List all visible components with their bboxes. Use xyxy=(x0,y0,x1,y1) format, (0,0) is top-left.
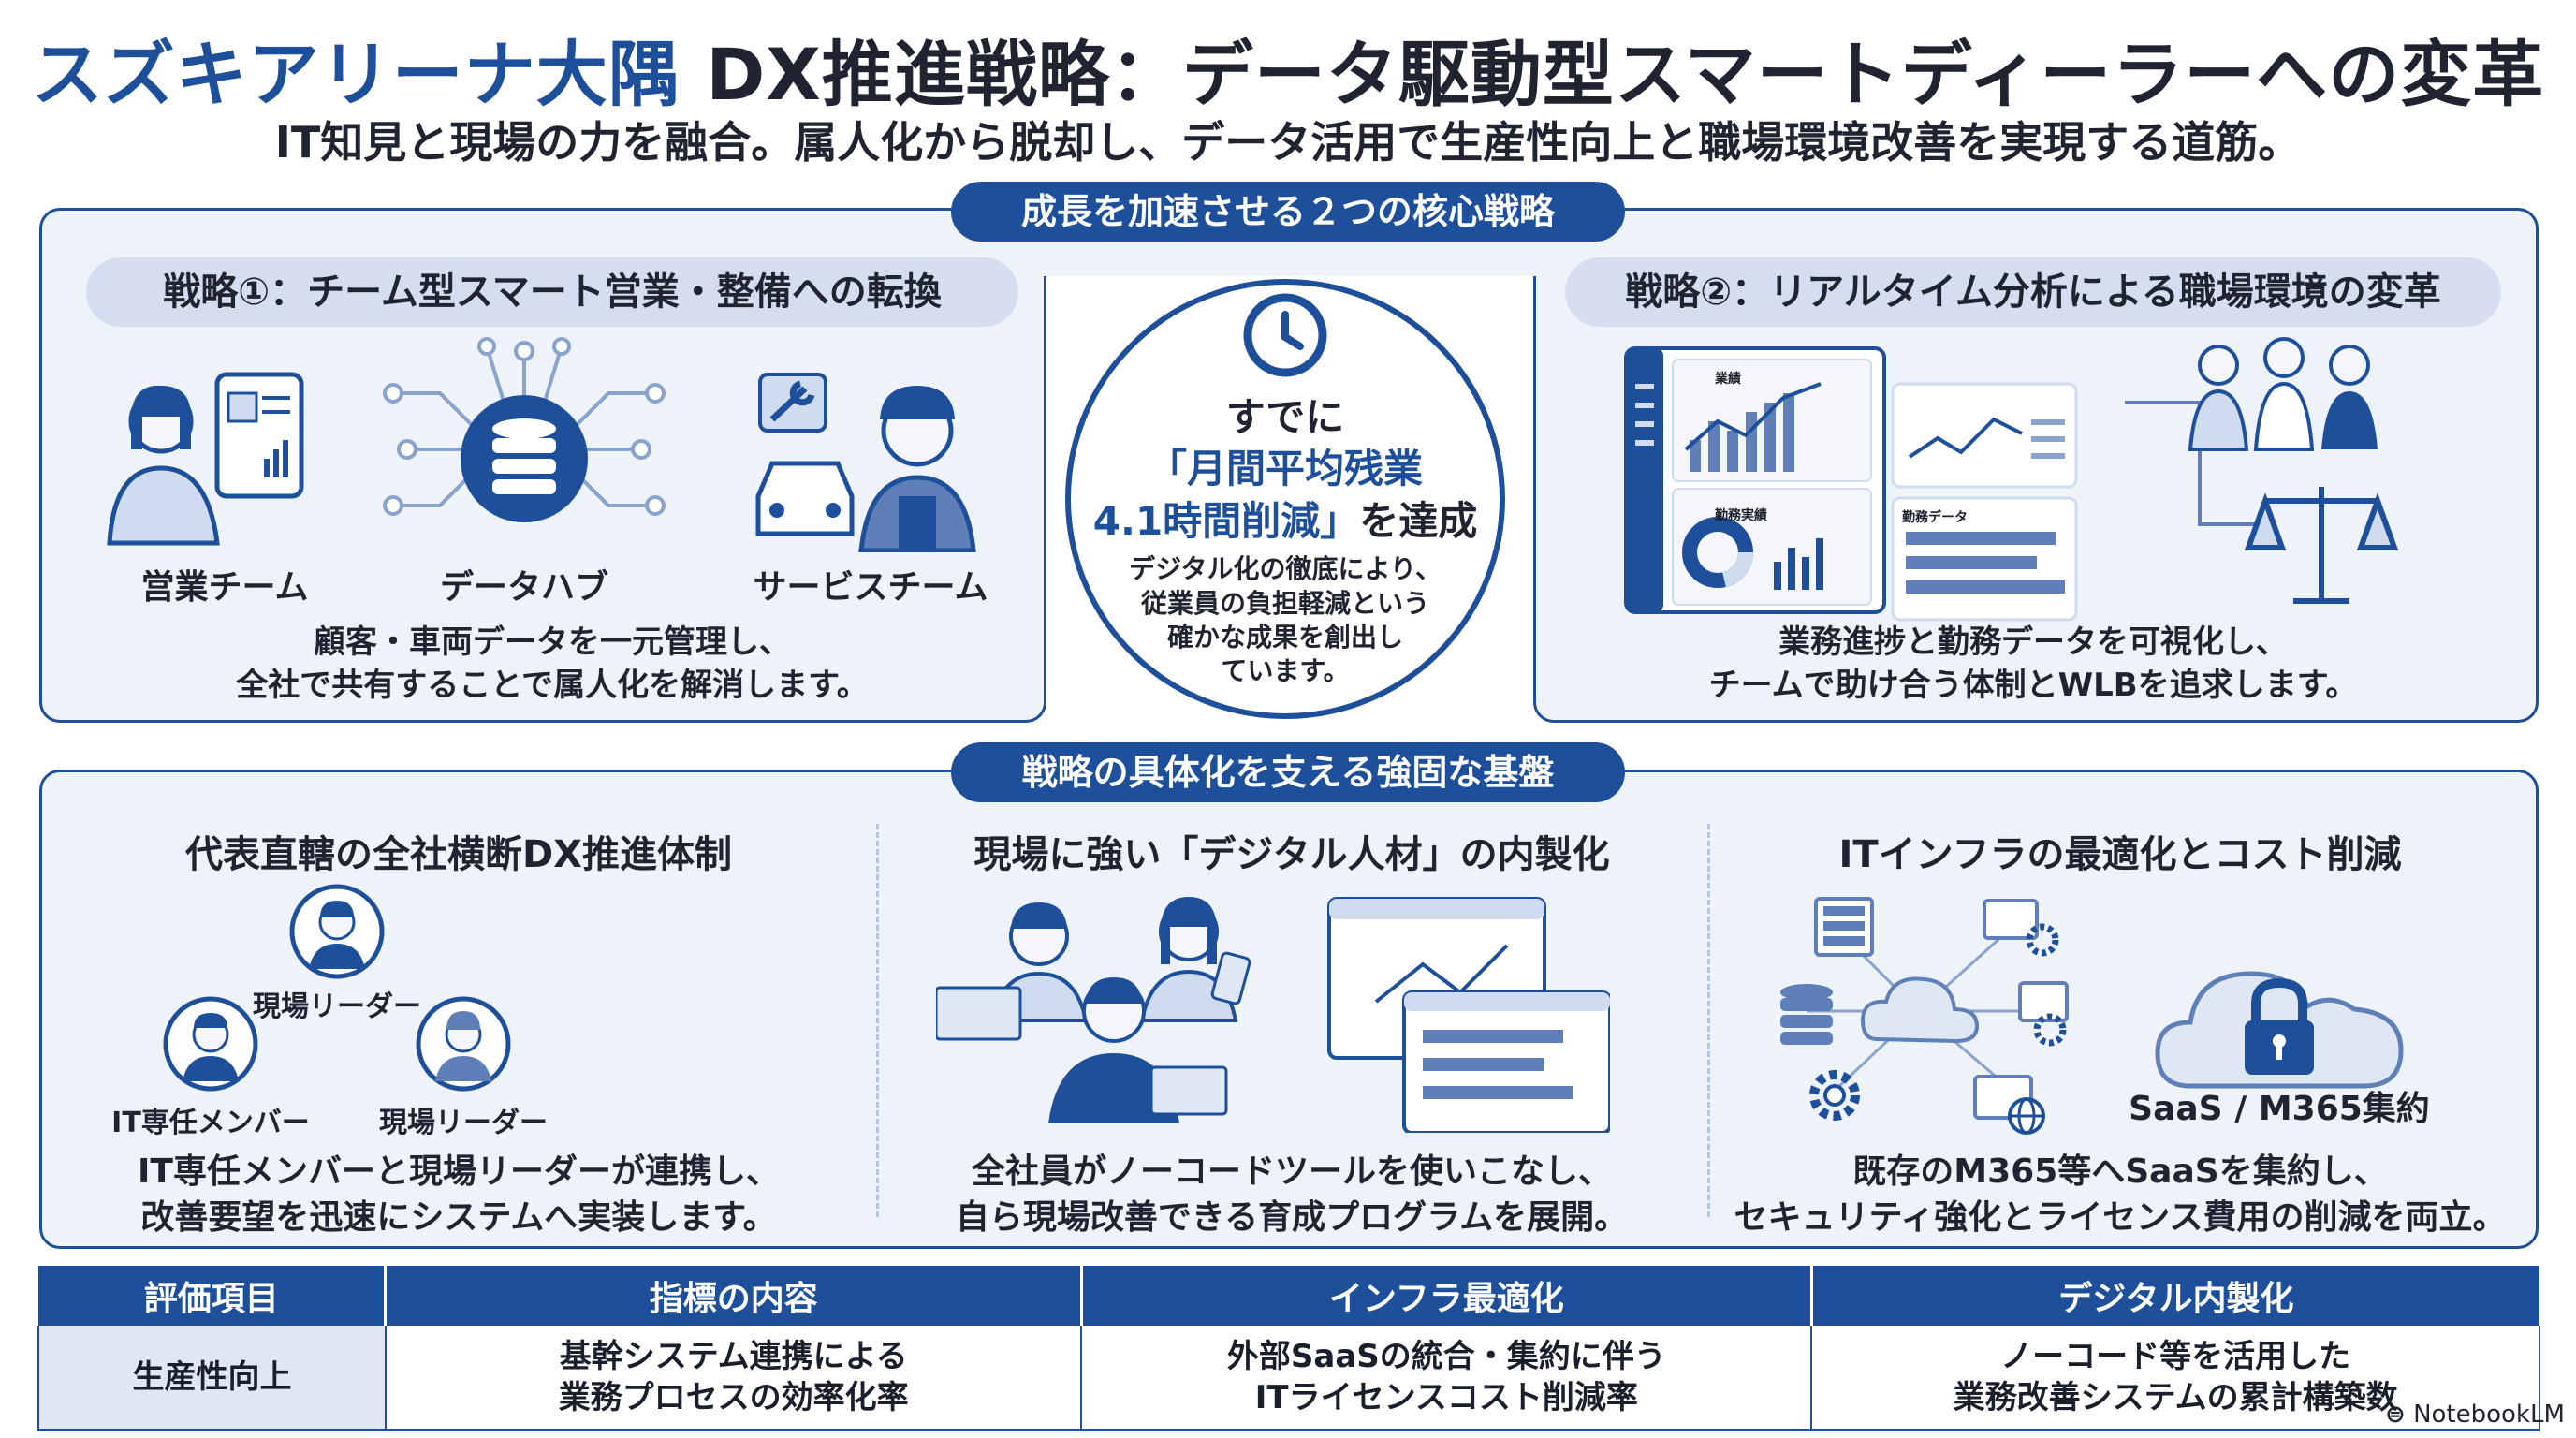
label-sales-team: 営業チーム xyxy=(140,568,309,607)
col1-desc-line1: IT専任メンバーと現場リーダーが連携し、 xyxy=(138,1152,780,1191)
foundation-col2-title: 現場に強い「デジタル人材」の内製化 xyxy=(973,833,1610,876)
role-label-left: IT専任メンバー xyxy=(111,1107,310,1139)
foundation-col2-description: 全社員がノーコードツールを使いこなし、 自ら現場改善できる育成プログラムを展開。 xyxy=(889,1150,1694,1240)
strategy1-description: 顧客・車両データを一元管理し、 全社で共有することで属人化を解消します。 xyxy=(86,622,1018,708)
label-data-hub: データハブ xyxy=(439,568,608,607)
strategy2-desc-line2: チームで助け合う体制とWLBを追求します。 xyxy=(1708,666,2358,704)
title-company: スズキアリーナ大隅 xyxy=(31,33,681,116)
col2-desc-line1: 全社員がノーコードツールを使いこなし、 xyxy=(971,1152,1612,1191)
team-collaboration-illustration xyxy=(2125,337,2399,604)
role-label-top: 現場リーダー xyxy=(253,990,421,1023)
metrics-cell-line: 業務改善システムの累計構築数 xyxy=(1953,1379,2398,1416)
achievement-desc: デジタル化の徹底により、 従業員の負担軽減という 確かな成果を創出し ています。 xyxy=(1075,552,1496,689)
avatar-left xyxy=(163,996,258,1092)
person-left xyxy=(936,902,1089,1041)
metrics-cell-content: 基幹システム連携による 業務プロセスの効率化率 xyxy=(385,1326,1083,1431)
col2-desc-line2: 自ら現場改善できる育成プログラムを展開。 xyxy=(955,1197,1629,1237)
saas-label: SaaS / M365集約 xyxy=(2129,1090,2430,1128)
metrics-cell-infra: 外部SaaSの統合・集約に伴う ITライセンスコスト削減率 xyxy=(1081,1326,1813,1431)
strategy2-description: 業務進捗と勤務データを可視化し、 チームで助け合う体制とWLBを追求します。 xyxy=(1565,622,2501,708)
achievement-text: すでに 「月間平均残業 4.1時間削減」を達成 デジタル化の徹底により、 従業員… xyxy=(1075,386,1496,689)
achievement-suffix: を達成 xyxy=(1359,497,1478,544)
dashboard-label-1: 業績 xyxy=(1715,372,1741,387)
app-windows xyxy=(1327,897,1610,1133)
metrics-header-cell: デジタル内製化 xyxy=(1811,1266,2539,1326)
divider-1 xyxy=(876,824,879,1217)
service-team-illustration xyxy=(755,373,976,552)
achievement-highlight: 4.1時間削減」 xyxy=(1092,497,1360,544)
metrics-cell-line: ITライセンスコスト削減率 xyxy=(1254,1379,1638,1416)
strategy2-title: 戦略②：リアルタイム分析による職場環境の変革 xyxy=(1565,257,2501,327)
title-main: DX推進戦略：データ駆動型スマートディーラーへの変革 xyxy=(706,33,2545,116)
strategy2-desc-line1: 業務進捗と勤務データを可視化し、 xyxy=(1778,624,2288,661)
metrics-cell-line: 基幹システム連携による xyxy=(559,1337,908,1375)
col3-desc-line1: 既存のM365等へSaaSを集約し、 xyxy=(1852,1152,2388,1191)
achievement-desc4: ています。 xyxy=(1221,655,1350,687)
saas-cloud-lock xyxy=(2155,971,2404,1089)
clock-icon xyxy=(1243,293,1327,377)
foundation-col1-title: 代表直轄の全社横断DX推進体制 xyxy=(184,833,733,876)
metrics-cell-category: 生産性向上 xyxy=(37,1326,387,1431)
digital-talent-illustration xyxy=(936,897,1610,1133)
metrics-header-cell: 指標の内容 xyxy=(385,1266,1083,1326)
dashboard-label-3: 勤務データ xyxy=(1902,510,1968,525)
divider-2 xyxy=(1707,824,1710,1217)
lock-icon xyxy=(2245,977,2314,1075)
watermark: ⊜ NotebookLM xyxy=(2385,1401,2565,1429)
metrics-header-cell: 評価項目 xyxy=(38,1266,388,1326)
foundation-col3-title: ITインフラの最適化とコスト削減 xyxy=(1838,833,2402,876)
table-row: 生産性向上 基幹システム連携による 業務プロセスの効率化率 外部SaaSの統合・… xyxy=(37,1326,2540,1431)
foundation-col3-description: 既存のM365等へSaaSを集約し、 セキュリティ強化とライセンス費用の削減を両… xyxy=(1722,1150,2518,1240)
metrics-cell-digital: ノーコード等を活用した 業務改善システムの累計構築数 xyxy=(1811,1326,2540,1431)
data-hub-diagram xyxy=(383,337,666,522)
achievement-desc3: 確かな成果を創出し xyxy=(1166,622,1403,653)
dashboard-illustration xyxy=(1624,346,1886,614)
person-center xyxy=(1048,977,1228,1123)
strategy1-desc-line1: 顧客・車両データを一元管理し、 xyxy=(314,624,791,661)
foundation-section-label: 戦略の具体化を支える強固な基盤 xyxy=(951,742,1625,802)
cloud-icon xyxy=(1860,976,1980,1044)
core-section-label: 成長を加速させる２つの核心戦略 xyxy=(951,182,1625,242)
metrics-cell-line: 外部SaaSの統合・集約に伴う xyxy=(1226,1337,1666,1375)
label-service-team: サービスチーム xyxy=(753,568,988,607)
avatar-right xyxy=(416,996,511,1092)
metrics-header-cell: インフラ最適化 xyxy=(1081,1266,1813,1326)
watermark-icon: ⊜ xyxy=(2385,1401,2406,1429)
database-icon xyxy=(492,418,556,494)
metrics-cell-line: 業務プロセスの効率化率 xyxy=(558,1379,909,1416)
role-label-right: 現場リーダー xyxy=(379,1107,548,1139)
col3-desc-line2: セキュリティ強化とライセンス費用の削減を両立。 xyxy=(1734,1197,2507,1237)
dashboard-label-2: 勤務実績 xyxy=(1715,508,1767,523)
achievement-line2: 「月間平均残業 xyxy=(1147,446,1423,492)
avatar-top xyxy=(289,884,385,979)
achievement-desc1: デジタル化の徹底により、 xyxy=(1129,553,1442,585)
achievement-line3: 4.1時間削減」を達成 xyxy=(1075,496,1496,548)
watermark-text: NotebookLM xyxy=(2413,1401,2565,1429)
person-right xyxy=(1139,897,1251,1022)
col1-desc-line2: 改善要望を迅速にシステムへ実装します。 xyxy=(140,1197,777,1237)
gear-icon xyxy=(1809,1070,1860,1121)
achievement-desc2: 従業員の負担軽減という xyxy=(1140,587,1429,619)
sales-team-illustration xyxy=(107,372,304,546)
foundation-col1-description: IT専任メンバーと現場リーダーが連携し、 改善要望を迅速にシステムへ実装します。 xyxy=(56,1150,861,1240)
metrics-cell-line: ノーコード等を活用した xyxy=(2000,1337,2351,1375)
scale-icon xyxy=(2244,487,2399,604)
page-title: スズキアリーナ大隅 DX推進戦略：データ駆動型スマートディーラーへの変革 xyxy=(0,17,2576,120)
achievement-line1: すでに xyxy=(1225,394,1345,440)
strategy1-title: 戦略①：チーム型スマート営業・整備への転換 xyxy=(86,257,1018,327)
analytics-cards xyxy=(1891,382,2078,622)
strategy1-desc-line2: 全社で共有することで属人化を解消します。 xyxy=(236,666,869,704)
dx-team-diagram xyxy=(163,884,511,1092)
globe-icon xyxy=(2008,1097,2045,1135)
wrench-icon xyxy=(769,380,815,422)
metrics-table: 評価項目 指標の内容 インフラ最適化 デジタル内製化 生産性向上 基幹システム連… xyxy=(37,1266,2540,1431)
page-subtitle: IT知見と現場の力を融合。属人化から脱却し、データ活用で生産性向上と職場環境改善… xyxy=(274,117,2302,168)
handshake-icon xyxy=(2188,337,2378,451)
metrics-header-row: 評価項目 指標の内容 インフラ最適化 デジタル内製化 xyxy=(38,1266,2539,1326)
infrastructure-diagram xyxy=(1780,897,2069,1135)
